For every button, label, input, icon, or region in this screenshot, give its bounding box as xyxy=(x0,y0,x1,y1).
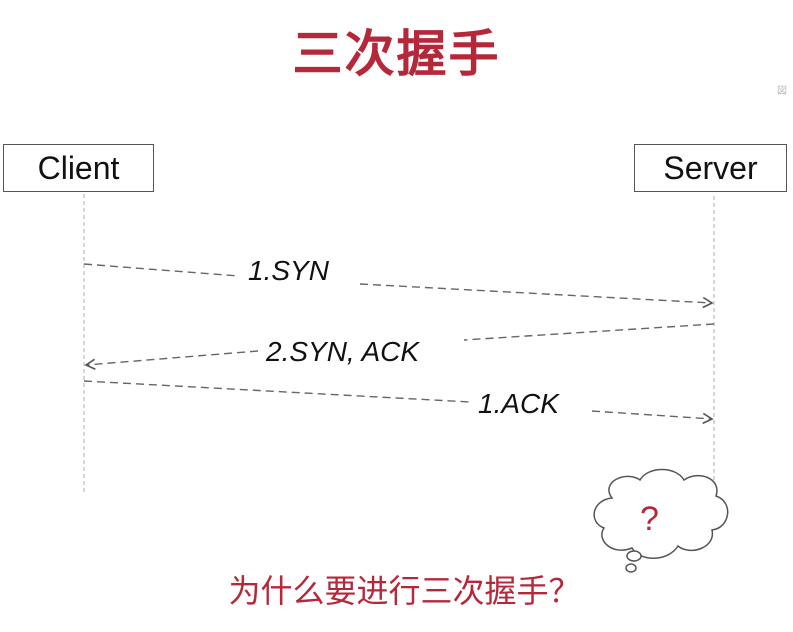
message-label-ack: 1.ACK xyxy=(478,388,559,419)
syn-arrow xyxy=(359,283,714,309)
diagram-title: 三次握手 xyxy=(292,25,501,83)
syn-ack-arrow-segment-1 xyxy=(463,323,715,341)
question-mark-text: ? xyxy=(640,500,659,538)
corner-mark: 図 xyxy=(777,86,787,97)
message-label-syn: 1.SYN xyxy=(248,255,329,286)
syn-ack-arrow xyxy=(84,350,259,370)
syn-arrow-segment-1 xyxy=(83,263,239,277)
thought-cloud-icon xyxy=(593,468,729,573)
question-caption: 为什么要进行三次握手？ xyxy=(228,572,581,610)
client-participant: Client xyxy=(3,144,154,192)
server-participant: Server xyxy=(634,144,787,192)
message-label-syn-ack: 2.SYN, ACK xyxy=(266,336,420,367)
ack-arrow xyxy=(591,410,714,425)
ack-arrow-segment-1 xyxy=(83,380,471,403)
